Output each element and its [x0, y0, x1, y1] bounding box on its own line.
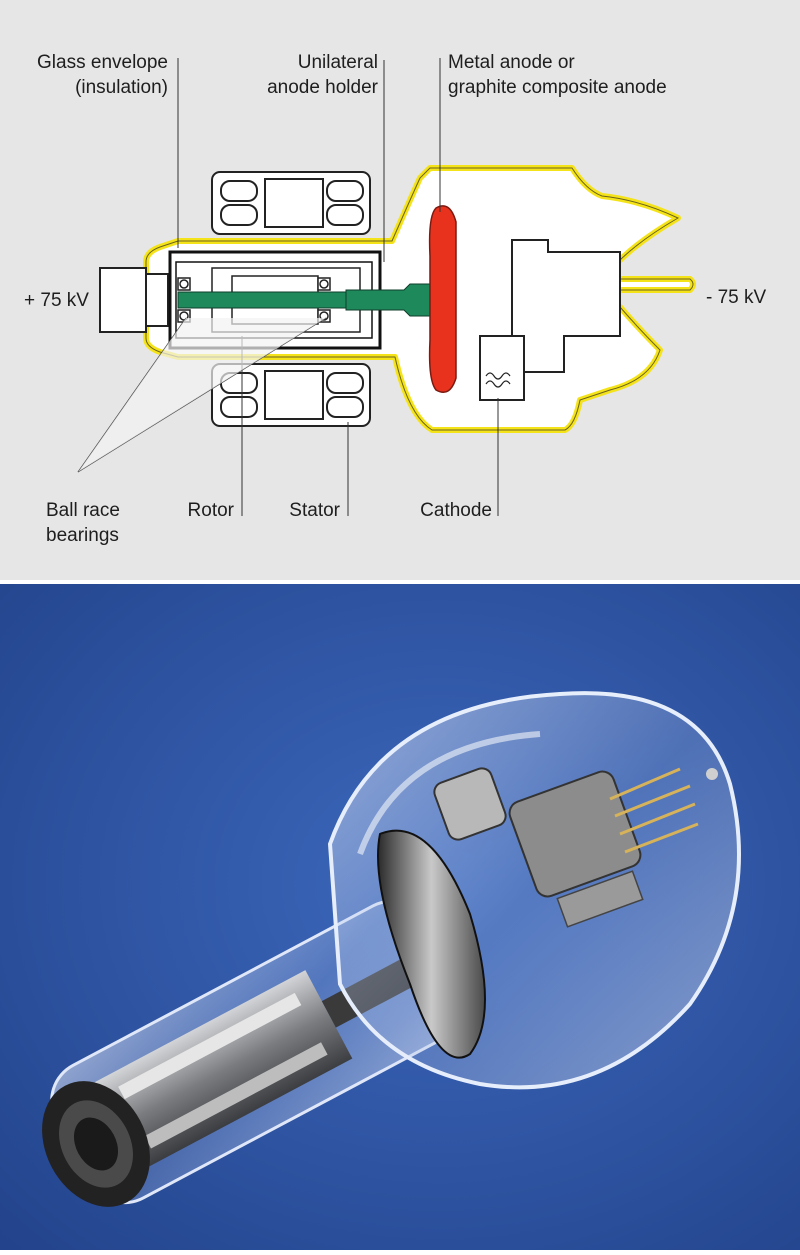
- diagram-svg: Glass envelope (insulation) Unilateral a…: [0, 0, 800, 580]
- xray-tube-photo: [0, 584, 800, 1250]
- label-anode-sub: graphite composite anode: [448, 77, 667, 98]
- label-anode: Metal anode or: [448, 52, 575, 73]
- label-anode-holder-sub: anode holder: [267, 77, 379, 98]
- label-glass-envelope-sub: (insulation): [75, 77, 168, 98]
- stator-top: [212, 172, 370, 234]
- label-bearings-sub: bearings: [46, 525, 119, 546]
- label-glass-envelope: Glass envelope: [37, 52, 168, 73]
- photo-svg: [0, 584, 800, 1250]
- label-bearings: Ball race: [46, 500, 120, 521]
- base-connector: [100, 268, 168, 332]
- xray-tube-diagram: Glass envelope (insulation) Unilateral a…: [0, 0, 800, 580]
- label-stator: Stator: [289, 500, 340, 521]
- label-positive-voltage: + 75 kV: [24, 290, 89, 311]
- anode-disc: [430, 206, 456, 392]
- label-rotor: Rotor: [188, 500, 235, 521]
- label-negative-voltage: - 75 kV: [706, 287, 767, 308]
- photo-top-nub: [706, 768, 718, 780]
- label-cathode: Cathode: [420, 500, 492, 521]
- label-anode-holder: Unilateral: [298, 52, 378, 73]
